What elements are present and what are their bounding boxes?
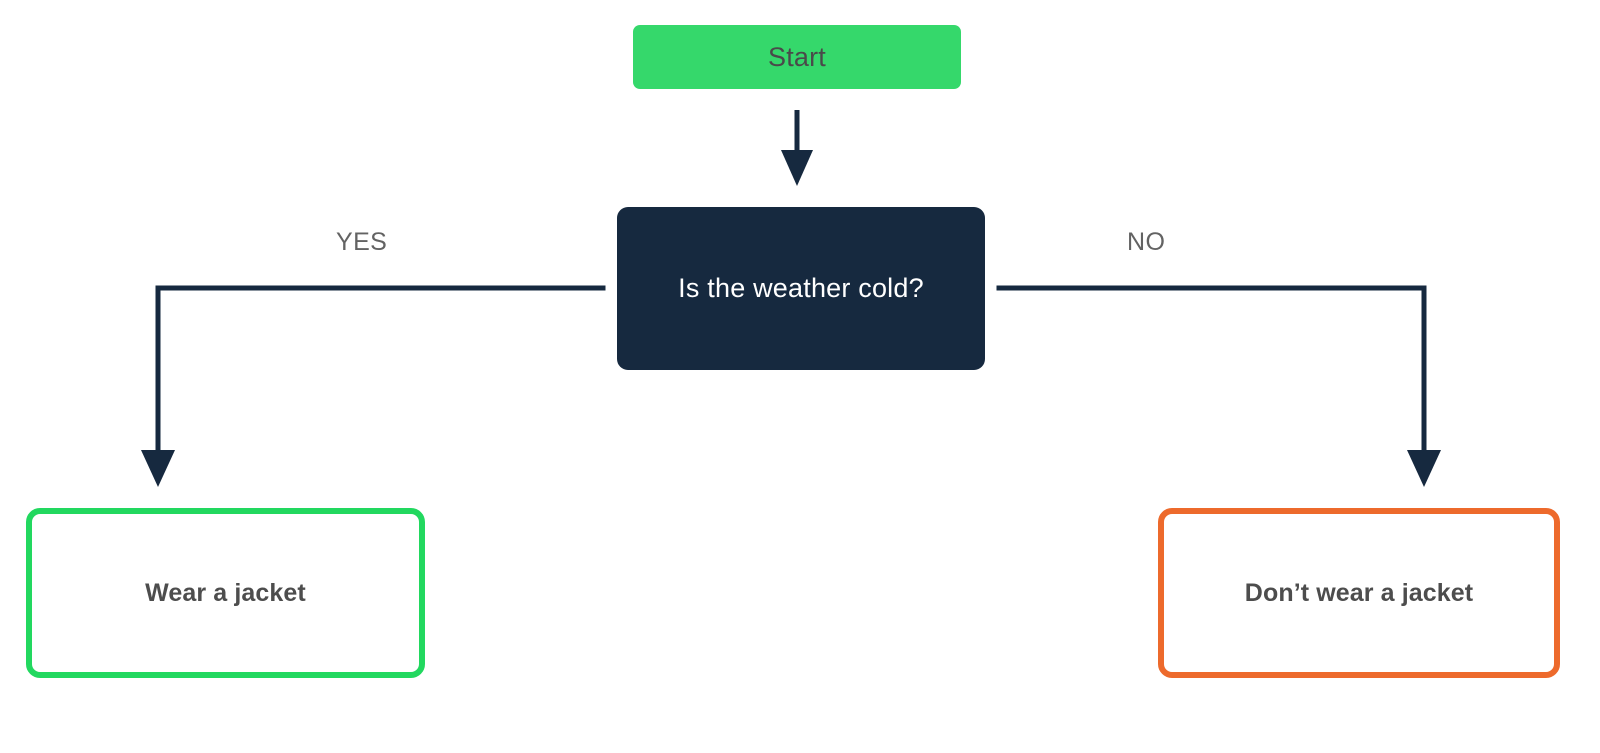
arrowhead-down-to-decision — [781, 150, 813, 186]
connector-decision-to-no-line — [996, 285, 1427, 461]
connector-decision-to-yes — [141, 285, 606, 487]
node-start[interactable]: Start — [633, 25, 961, 89]
node-yes-outcome[interactable]: Wear a jacket — [26, 508, 425, 678]
edge-label-no: NO — [1127, 228, 1166, 256]
node-no-outcome-label: Don’t wear a jacket — [1244, 578, 1474, 607]
edge-label-yes: YES — [336, 228, 388, 256]
arrowhead-down-to-no-outcome — [1407, 450, 1441, 487]
node-decision[interactable]: Is the weather cold? — [617, 207, 985, 370]
connector-decision-to-no — [996, 285, 1441, 487]
connector-start-to-decision — [781, 110, 813, 186]
node-start-label: Start — [767, 41, 827, 72]
node-no-outcome[interactable]: Don’t wear a jacket — [1158, 508, 1560, 678]
node-decision-label: Is the weather cold? — [678, 273, 924, 303]
arrowhead-down-to-yes-outcome — [141, 450, 175, 487]
connector-decision-to-yes-line — [155, 285, 606, 461]
node-yes-outcome-label: Wear a jacket — [145, 578, 306, 607]
